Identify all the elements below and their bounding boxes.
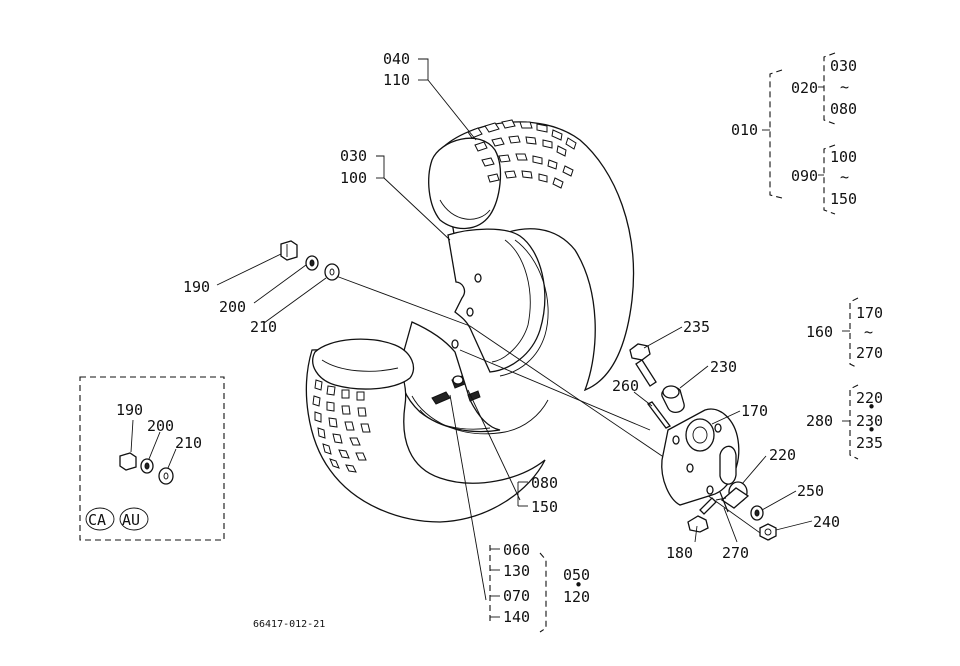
label-080-range-end: 080	[830, 100, 857, 118]
label-230-member: 230	[856, 412, 883, 430]
label-210: 210	[250, 318, 277, 336]
label-010: 010	[731, 121, 758, 139]
label-200: 200	[219, 298, 246, 316]
nut-190	[280, 240, 298, 261]
label-120: 120	[563, 588, 590, 606]
leader-lines	[216, 58, 813, 633]
tread-pattern-upper	[467, 119, 577, 189]
tire-upper-half	[424, 119, 635, 392]
label-220: 220	[769, 446, 796, 464]
label-235: 235	[683, 318, 710, 336]
tread-pattern-lower	[312, 379, 371, 473]
label-235-member: 235	[856, 434, 883, 452]
bullet-050: •	[574, 576, 583, 594]
badge-au-outline	[119, 507, 149, 531]
badge-ca: CA	[88, 511, 106, 529]
collar-220	[720, 481, 750, 509]
hub-170	[661, 408, 740, 506]
part-number-labels: 020 030 ~ 080 010 090 100 ~ 150 040 110 …	[88, 50, 883, 630]
bolt-180	[687, 497, 717, 533]
range-tilde-160: ~	[864, 323, 873, 341]
label-190: 190	[183, 278, 210, 296]
label-080: 080	[531, 474, 558, 492]
label-240: 240	[813, 513, 840, 531]
label-100: 100	[340, 169, 367, 187]
range-tilde-020: ~	[840, 78, 849, 96]
label-130: 130	[503, 562, 530, 580]
label-060: 060	[503, 541, 530, 559]
inset-nut-190	[119, 452, 137, 471]
label-150-range-end: 150	[830, 190, 857, 208]
pin-270	[715, 491, 729, 513]
variant-inset-box	[79, 376, 225, 541]
label-030-range-start: 030	[830, 57, 857, 75]
inset-washer-210	[158, 467, 174, 485]
label-280: 280	[806, 412, 833, 430]
label-050: 050	[563, 566, 590, 584]
label-110: 110	[383, 71, 410, 89]
label-170-range-start: 170	[856, 304, 883, 322]
washer-210	[324, 263, 340, 281]
inset-washer-200	[140, 458, 154, 474]
label-070: 070	[503, 587, 530, 605]
inset-label-190: 190	[116, 401, 143, 419]
nut-240	[759, 523, 777, 541]
label-220-member: 220	[856, 389, 883, 407]
label-140: 140	[503, 608, 530, 626]
label-250: 250	[797, 482, 824, 500]
label-090: 090	[791, 167, 818, 185]
bolt-235	[629, 343, 657, 387]
label-030: 030	[340, 147, 367, 165]
label-160: 160	[806, 323, 833, 341]
grouping-brackets	[762, 52, 859, 460]
drawing-number: 66417-012-21	[253, 619, 325, 630]
label-100-range-start: 100	[830, 148, 857, 166]
inset-label-210: 210	[175, 434, 202, 452]
tire-lower-half	[305, 321, 549, 523]
pin-260	[647, 401, 671, 429]
label-170: 170	[741, 402, 768, 420]
label-270: 270	[722, 544, 749, 562]
label-150: 150	[531, 498, 558, 516]
bullet-280b: •	[867, 421, 876, 439]
label-180: 180	[666, 544, 693, 562]
label-270-range-end: 270	[856, 344, 883, 362]
inset-label-200: 200	[147, 417, 174, 435]
label-260: 260	[612, 377, 639, 395]
label-230: 230	[710, 358, 737, 376]
collar-230	[661, 385, 685, 414]
label-020: 020	[791, 79, 818, 97]
washer-250	[750, 505, 764, 521]
label-040: 040	[383, 50, 410, 68]
range-tilde-090: ~	[840, 168, 849, 186]
bullet-280a: •	[867, 398, 876, 416]
badge-ca-outline	[85, 507, 115, 531]
badge-au: AU	[122, 511, 140, 529]
washer-200	[305, 255, 319, 271]
